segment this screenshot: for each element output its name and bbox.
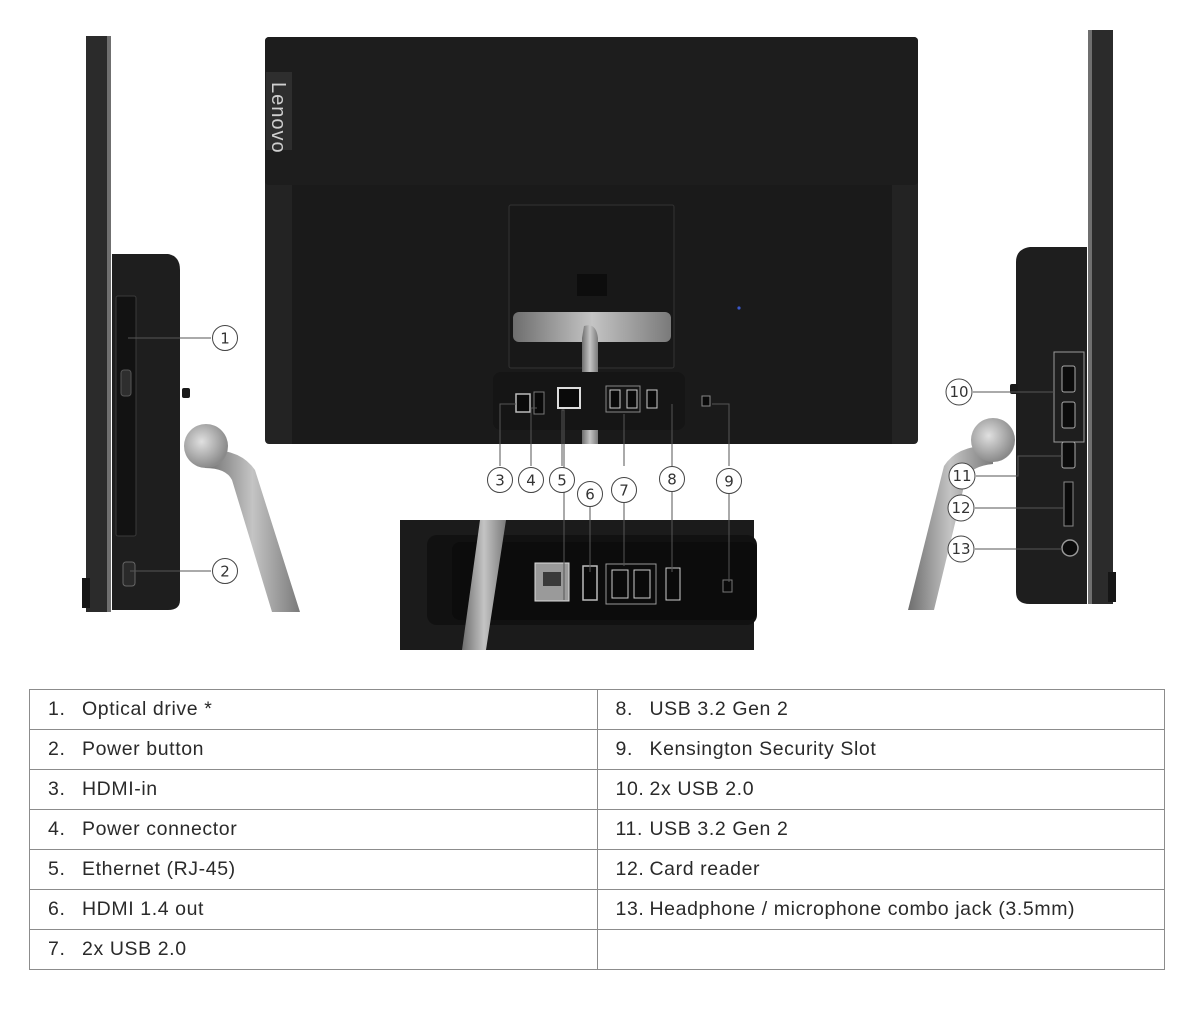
leader-lines: [128, 337, 1064, 600]
table-row: 2.Power button 9.Kensington Security Slo…: [29, 729, 1165, 770]
table-row: 4.Power connector 11.USB 3.2 Gen 2: [29, 809, 1165, 850]
product-diagram: Lenovo: [82, 30, 1116, 650]
svg-text:11: 11: [952, 467, 971, 485]
callout-12: 12: [947, 494, 975, 522]
legend-cell: 10.2x USB 2.0: [596, 769, 1165, 810]
legend-cell: 7.2x USB 2.0: [29, 929, 598, 970]
legend-cell: 1.Optical drive *: [29, 689, 598, 730]
legend-cell: 2.Power button: [29, 729, 598, 770]
svg-text:1: 1: [220, 330, 230, 348]
callout-2: 2: [212, 558, 238, 584]
table-row: 1.Optical drive * 8.USB 3.2 Gen 2: [29, 689, 1165, 730]
legend-cell: 6.HDMI 1.4 out: [29, 889, 598, 930]
zoom-inset: [400, 520, 757, 650]
svg-text:10: 10: [949, 383, 968, 401]
svg-text:5: 5: [557, 472, 567, 490]
legend-cell: 11.USB 3.2 Gen 2: [596, 809, 1165, 850]
svg-text:6: 6: [585, 486, 595, 504]
legend-cell-empty: [596, 929, 1165, 970]
callout-13: 13: [947, 535, 975, 563]
callout-1: 1: [212, 325, 238, 351]
callout-11: 11: [948, 462, 976, 490]
callout-10: 10: [945, 378, 973, 406]
left-side-view: [82, 36, 300, 612]
legend-cell: 9.Kensington Security Slot: [596, 729, 1165, 770]
legend-cell: 8.USB 3.2 Gen 2: [596, 689, 1165, 730]
svg-text:13: 13: [951, 540, 970, 558]
lenovo-logo: Lenovo: [267, 82, 289, 154]
svg-text:9: 9: [724, 473, 734, 491]
port-legend-table: 1.Optical drive * 8.USB 3.2 Gen 2 2.Powe…: [29, 689, 1165, 970]
callout-6: 6: [577, 481, 603, 507]
table-row: 5.Ethernet (RJ-45) 12.Card reader: [29, 849, 1165, 890]
svg-text:3: 3: [495, 472, 505, 490]
callout-5: 5: [549, 467, 575, 493]
legend-cell: 12.Card reader: [596, 849, 1165, 890]
svg-text:8: 8: [667, 471, 677, 489]
svg-text:12: 12: [951, 499, 970, 517]
callout-7: 7: [611, 477, 637, 503]
callout-9: 9: [716, 468, 742, 494]
right-side-view: [908, 30, 1116, 610]
svg-text:7: 7: [619, 482, 629, 500]
legend-cell: 13.Headphone / microphone combo jack (3.…: [596, 889, 1165, 930]
svg-text:2: 2: [220, 563, 230, 581]
table-row: 7.2x USB 2.0: [29, 929, 1165, 970]
table-row: 6.HDMI 1.4 out 13.Headphone / microphone…: [29, 889, 1165, 930]
legend-cell: 4.Power connector: [29, 809, 598, 850]
callout-8: 8: [659, 466, 685, 492]
callout-4: 4: [518, 467, 544, 493]
legend-cell: 3.HDMI-in: [29, 769, 598, 810]
svg-text:4: 4: [526, 472, 536, 490]
callout-3: 3: [487, 467, 513, 493]
legend-cell: 5.Ethernet (RJ-45): [29, 849, 598, 890]
table-row: 3.HDMI-in 10.2x USB 2.0: [29, 769, 1165, 810]
rear-view: Lenovo: [265, 37, 918, 444]
